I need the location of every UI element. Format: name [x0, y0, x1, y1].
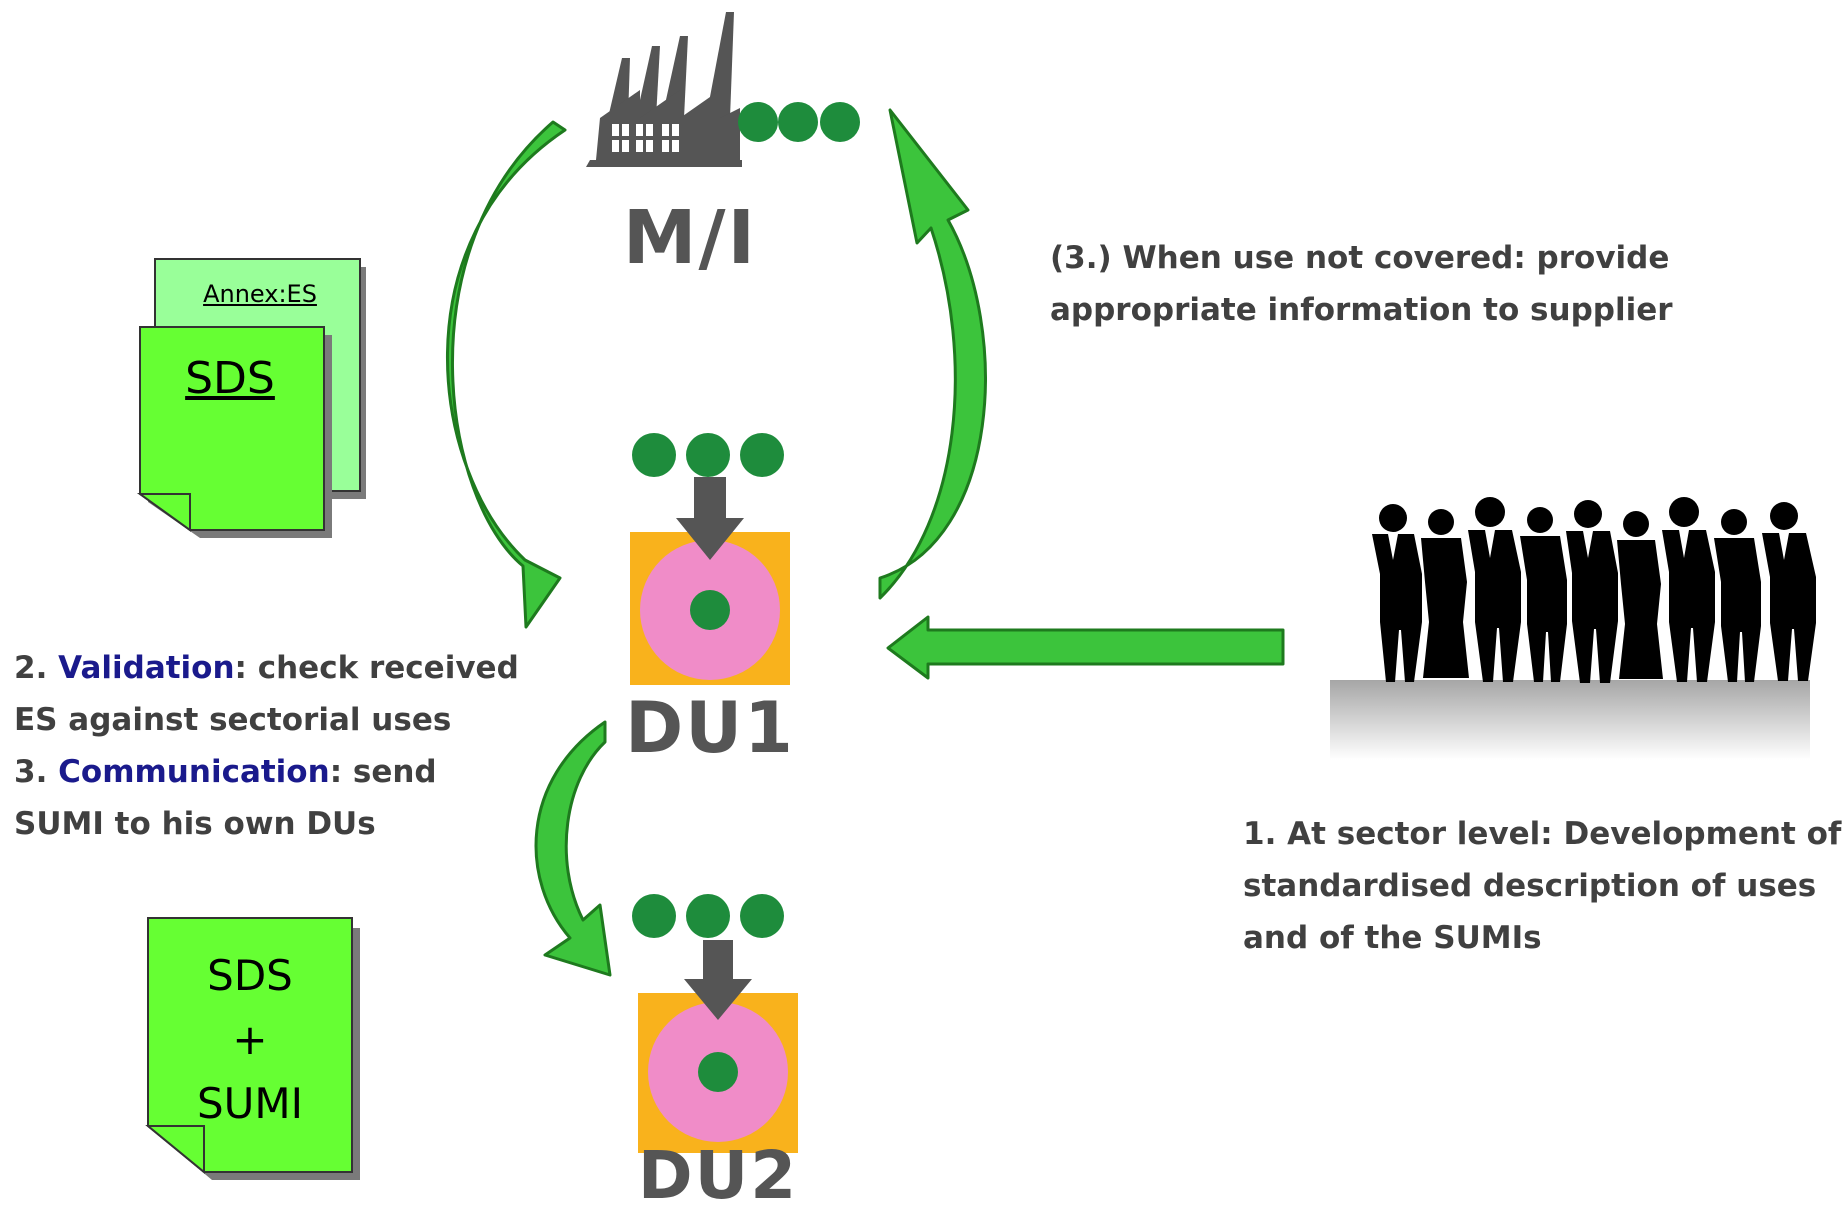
arrow-du1-to-mi: [878, 108, 987, 600]
mi-label: M/I: [622, 195, 758, 281]
step3-number: 3.: [14, 754, 48, 790]
note-validation-line2: ES against sectorial uses: [14, 702, 452, 738]
note-supplier-line2: appropriate information to supplier: [1050, 292, 1673, 328]
note-sector-line1: 1. At sector level: Development of: [1243, 816, 1842, 852]
du2-icon: [632, 894, 798, 1153]
sds-sumi-document-icon: [145, 917, 360, 1180]
step3-keyword: Communication: [58, 754, 330, 790]
factory-icon: [586, 12, 742, 167]
step2-keyword: Validation: [58, 650, 235, 686]
sds-sumi-line3: SUMI: [196, 1079, 304, 1128]
step3-rest: : send: [329, 754, 437, 790]
arrow-mi-to-du1: [446, 120, 567, 629]
step2-rest: : check received: [234, 650, 519, 686]
annex-es-label: Annex:ES: [203, 280, 317, 308]
du1-icon: [630, 433, 790, 685]
people-silhouette-icon: [1330, 497, 1816, 760]
factory-dots-icon: [738, 102, 860, 142]
arrow-sector-to-du1: [886, 615, 1285, 680]
note-sector-line2: standardised description of uses: [1243, 868, 1817, 904]
sds-annex-document-icon: [136, 258, 366, 538]
step2-number: 2.: [14, 650, 48, 686]
note-sector-line3: and of the SUMIs: [1243, 920, 1542, 956]
du1-label: DU1: [625, 687, 795, 769]
sds-sumi-line2: +: [232, 1015, 268, 1064]
du2-label: DU2: [637, 1137, 799, 1214]
sds-label: SDS: [185, 353, 275, 404]
note-validation-line1: 2. Validation: check received: [14, 642, 519, 694]
sds-sumi-line1: SDS: [207, 951, 293, 1000]
note-communication-line2: SUMI to his own DUs: [14, 806, 376, 842]
arrow-du1-to-du2: [534, 720, 612, 977]
note-supplier-line1: (3.) When use not covered: provide: [1050, 240, 1670, 276]
note-communication-line1: 3. Communication: send: [14, 746, 437, 798]
